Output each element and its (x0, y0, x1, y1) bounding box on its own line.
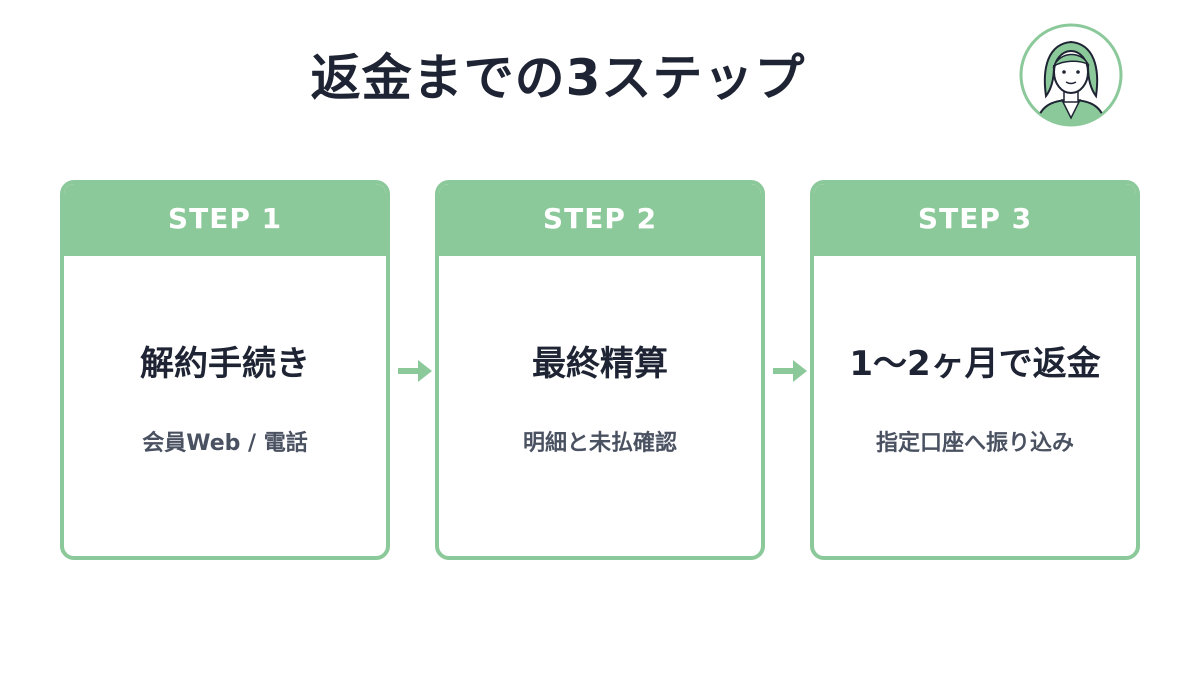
step-card-2: STEP 2 最終精算 明細と未払確認 (435, 180, 765, 560)
step-label: STEP 2 (439, 184, 761, 256)
step-card-3: STEP 3 1〜2ヶ月で返金 指定口座へ振り込み (810, 180, 1140, 560)
step-label: STEP 1 (64, 184, 386, 256)
step-subtitle: 会員Web / 電話 (142, 431, 308, 456)
arrow-right-icon (773, 360, 807, 382)
arrow-right-icon (398, 360, 432, 382)
step-title: 最終精算 (532, 344, 668, 384)
step-subtitle: 明細と未払確認 (522, 431, 677, 456)
step-label: STEP 3 (814, 184, 1136, 256)
step-subtitle: 指定口座へ振り込み (875, 431, 1074, 456)
step-title: 解約手続き (140, 344, 310, 384)
page-title: 返金までの3ステップ (310, 49, 806, 107)
step-title: 1〜2ヶ月で返金 (849, 344, 1101, 384)
person-avatar-icon (1019, 23, 1123, 127)
step-card-1: STEP 1 解約手続き 会員Web / 電話 (60, 180, 390, 560)
